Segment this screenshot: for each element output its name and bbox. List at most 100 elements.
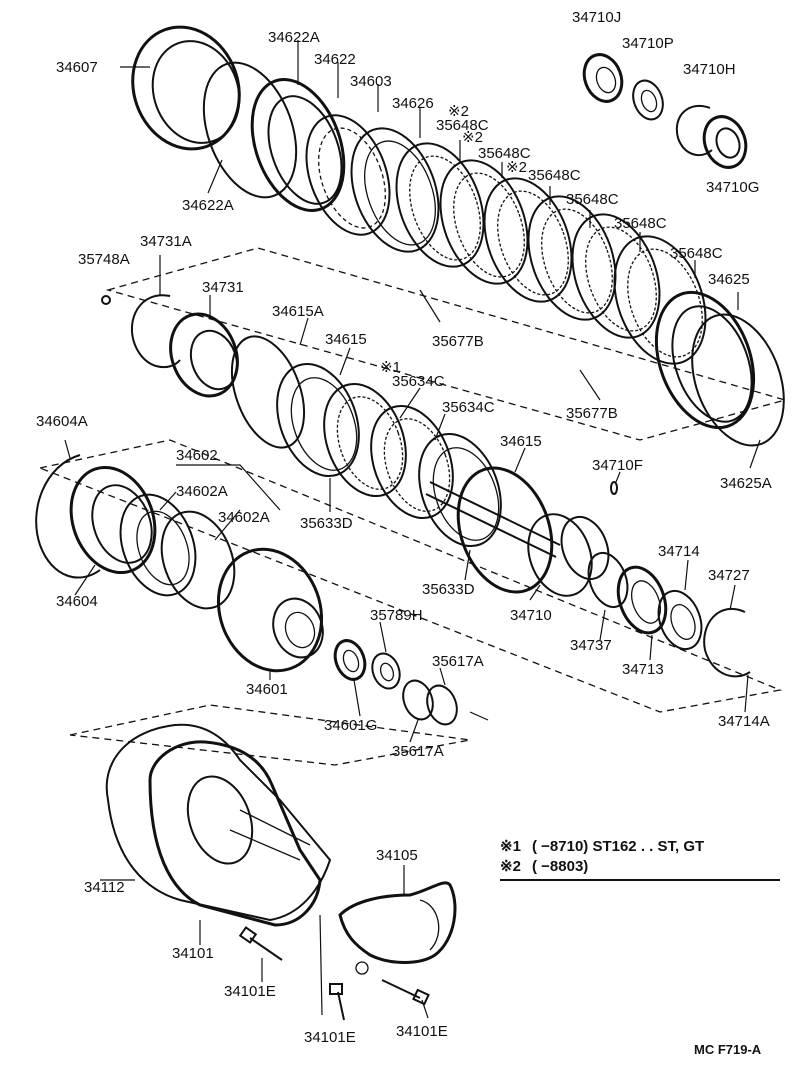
label-34731A: 34731A	[140, 233, 192, 250]
label-35748A: 35748A	[78, 251, 130, 268]
label-35617A-2: 35617A	[392, 743, 444, 760]
label-35648C-5: 35648C	[614, 215, 667, 232]
label-35648C-1: 35648C	[436, 117, 489, 134]
label-35677B-2: 35677B	[566, 405, 618, 422]
label-34615-a: 34615	[325, 331, 367, 348]
part-34615A-snap-ring	[230, 335, 306, 449]
label-34615A: 34615A	[272, 303, 324, 320]
part-34710G-bearing	[702, 115, 748, 169]
part-34604-piston	[69, 465, 157, 575]
part-34625A-snap-ring	[691, 313, 785, 447]
label-34622A-bottom: 34622A	[182, 197, 234, 214]
label-34625: 34625	[708, 271, 750, 288]
part-labels: 34607 34622A 34622 34603 34626 35648C 35…	[36, 9, 772, 1046]
diagram-code: MC F719-A	[694, 1042, 762, 1057]
part-34714-bearing	[657, 589, 703, 651]
part-34710J-nut	[582, 53, 624, 103]
note-1-text: ( −8710) ST162 . . ST, GT	[532, 838, 704, 855]
label-35648C-6: 35648C	[670, 245, 723, 262]
label-35789H: 35789H	[370, 607, 423, 624]
part-34602-ring	[119, 493, 197, 597]
label-34105: 34105	[376, 847, 418, 864]
label-34604: 34604	[56, 593, 98, 610]
part-34625-drum	[654, 290, 756, 430]
label-35617A-1: 35617A	[432, 653, 484, 670]
label-35634C-2: 35634C	[442, 399, 495, 416]
label-35634C-1: 35634C	[392, 373, 445, 390]
label-34710G: 34710G	[706, 179, 759, 196]
label-34710H: 34710H	[683, 61, 736, 78]
part-34603-spring	[305, 114, 391, 236]
applicability-notes: ※1 ( −8710) ST162 . . ST, GT ※2 ( −8803)	[500, 838, 780, 881]
part-34101-case	[148, 740, 322, 927]
part-34615-plate	[276, 362, 360, 478]
label-34710P: 34710P	[622, 35, 674, 52]
label-35648C-4: 35648C	[566, 191, 619, 208]
label-34626: 34626	[392, 95, 434, 112]
part-34105-cover	[338, 881, 457, 975]
label-34714A: 34714A	[718, 713, 770, 730]
label-34112: 34112	[84, 879, 125, 896]
label-34603: 34603	[350, 73, 392, 90]
part-34710H-snap-ring	[675, 104, 713, 157]
part-35789H-washer	[371, 652, 401, 690]
dashed-box-upper	[105, 247, 788, 441]
label-35648C-2: 35648C	[478, 145, 531, 162]
label-34615-b: 34615	[500, 433, 542, 450]
part-34607-ring	[131, 25, 241, 151]
part-34622A-snap-ring	[202, 61, 298, 199]
label-34601G: 34601G	[324, 717, 377, 734]
reference-marks: ※2 ※2 ※2 ※1	[380, 103, 527, 376]
label-34727: 34727	[708, 567, 750, 584]
label-34607: 34607	[56, 59, 98, 76]
label-35633D-2: 35633D	[422, 581, 475, 598]
label-35633D-1: 35633D	[300, 515, 353, 532]
label-34101E-2: 34101E	[304, 1029, 356, 1046]
label-34622A-top: 34622A	[268, 29, 320, 46]
label-34602: 34602	[176, 447, 218, 464]
label-34601: 34601	[246, 681, 288, 698]
label-34602A-2: 34602A	[218, 509, 270, 526]
clutch-plates-35648C	[395, 142, 707, 365]
label-34731: 34731	[202, 279, 244, 296]
label-34713: 34713	[622, 661, 664, 678]
label-34604A: 34604A	[36, 413, 88, 430]
part-35748A-ball	[101, 295, 111, 305]
label-34710J: 34710J	[572, 9, 621, 26]
clutch-discs-35634C	[323, 382, 454, 520]
part-34710P-washer	[632, 79, 664, 121]
label-34602A-1: 34602A	[176, 483, 228, 500]
part-34714A-snap-ring	[703, 607, 751, 678]
part-34622-piston	[250, 78, 346, 212]
part-34710-output-shaft	[425, 466, 610, 597]
part-34710F-key	[610, 481, 618, 495]
note-2-text: ( −8803)	[532, 858, 588, 875]
mark-1: ※1	[380, 359, 401, 376]
part-34602A-seal	[160, 510, 236, 610]
mark-2-a: ※2	[448, 103, 469, 120]
label-34710: 34710	[510, 607, 552, 624]
label-34101: 34101	[172, 945, 214, 962]
part-34713-gear	[616, 565, 668, 635]
part-34601G-bearing	[333, 639, 367, 681]
part-34626-plate	[350, 127, 440, 253]
label-34622: 34622	[314, 51, 356, 68]
label-35648C-3: 35648C	[528, 167, 581, 184]
label-34625A: 34625A	[720, 475, 772, 492]
leader-lines	[64, 40, 761, 1019]
part-34601-drum	[216, 547, 324, 673]
mark-2-b: ※2	[462, 129, 483, 146]
note-2-mark: ※2	[500, 858, 521, 875]
label-34737: 34737	[570, 637, 612, 654]
mark-2-c: ※2	[506, 159, 527, 176]
part-34604A-snap-ring	[35, 454, 101, 579]
label-35677B-1: 35677B	[432, 333, 484, 350]
part-35617A-seal-rings	[402, 679, 458, 726]
part-34615-retainer	[418, 432, 502, 548]
part-34737-ring	[587, 551, 629, 609]
label-34710F: 34710F	[592, 457, 643, 474]
label-34714: 34714	[658, 543, 700, 560]
note-1-mark: ※1	[500, 838, 521, 855]
bolts-34101E	[238, 926, 430, 1021]
